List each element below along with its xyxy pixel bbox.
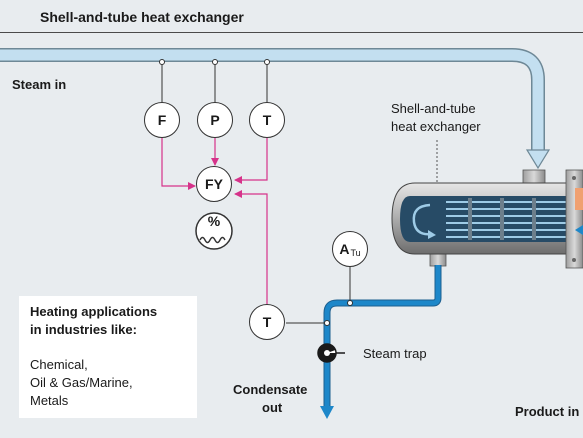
applications-box: Heating applications in industries like:… (19, 296, 197, 418)
condensate-pipe (323, 265, 442, 408)
steam-in-label: Steam in (12, 77, 67, 92)
signal-tc-to-fy (234, 190, 268, 304)
info-heading-line2: in industries like: (30, 322, 137, 337)
condensate-out-arrow (320, 406, 334, 419)
steam-inlet-arrow (525, 149, 551, 170)
title-divider (0, 32, 583, 33)
signal-f-to-fy (161, 138, 196, 190)
percent-indicator-icon (195, 212, 233, 250)
flow-transmitter: F (144, 102, 180, 138)
exchanger-label-line1: Shell-and-tube (391, 101, 476, 116)
list-item: Metals (30, 393, 69, 408)
list-item: Oil & Gas/Marine, (30, 375, 133, 390)
steam-trap-icon (317, 343, 345, 363)
list-item: Chemical, (30, 357, 88, 372)
product-in-label: Product in (515, 404, 580, 419)
heat-exchanger (391, 169, 583, 269)
temperature-transmitter-steam: T (249, 102, 285, 138)
info-heading-line1: Heating applications (30, 304, 158, 319)
steam-trap-label: Steam trap (363, 346, 427, 361)
analyzer-subscript: Tu (350, 247, 361, 258)
page-title: Shell-and-tube heat exchanger (40, 9, 244, 25)
condensate-label-line1: Condensate (233, 382, 308, 397)
exchanger-label-line2: heat exchanger (391, 119, 481, 134)
flow-computer: FY (196, 166, 232, 202)
condensate-label-line2: out (262, 400, 283, 415)
percent-label: % (207, 213, 221, 229)
pressure-transmitter: P (197, 102, 233, 138)
signal-t-to-fy (234, 138, 268, 184)
applications-list: Chemical, Oil & Gas/Marine, Metals (30, 356, 133, 410)
temperature-transmitter-condensate: T (249, 304, 285, 340)
analyzer-symbol: A (339, 241, 350, 257)
